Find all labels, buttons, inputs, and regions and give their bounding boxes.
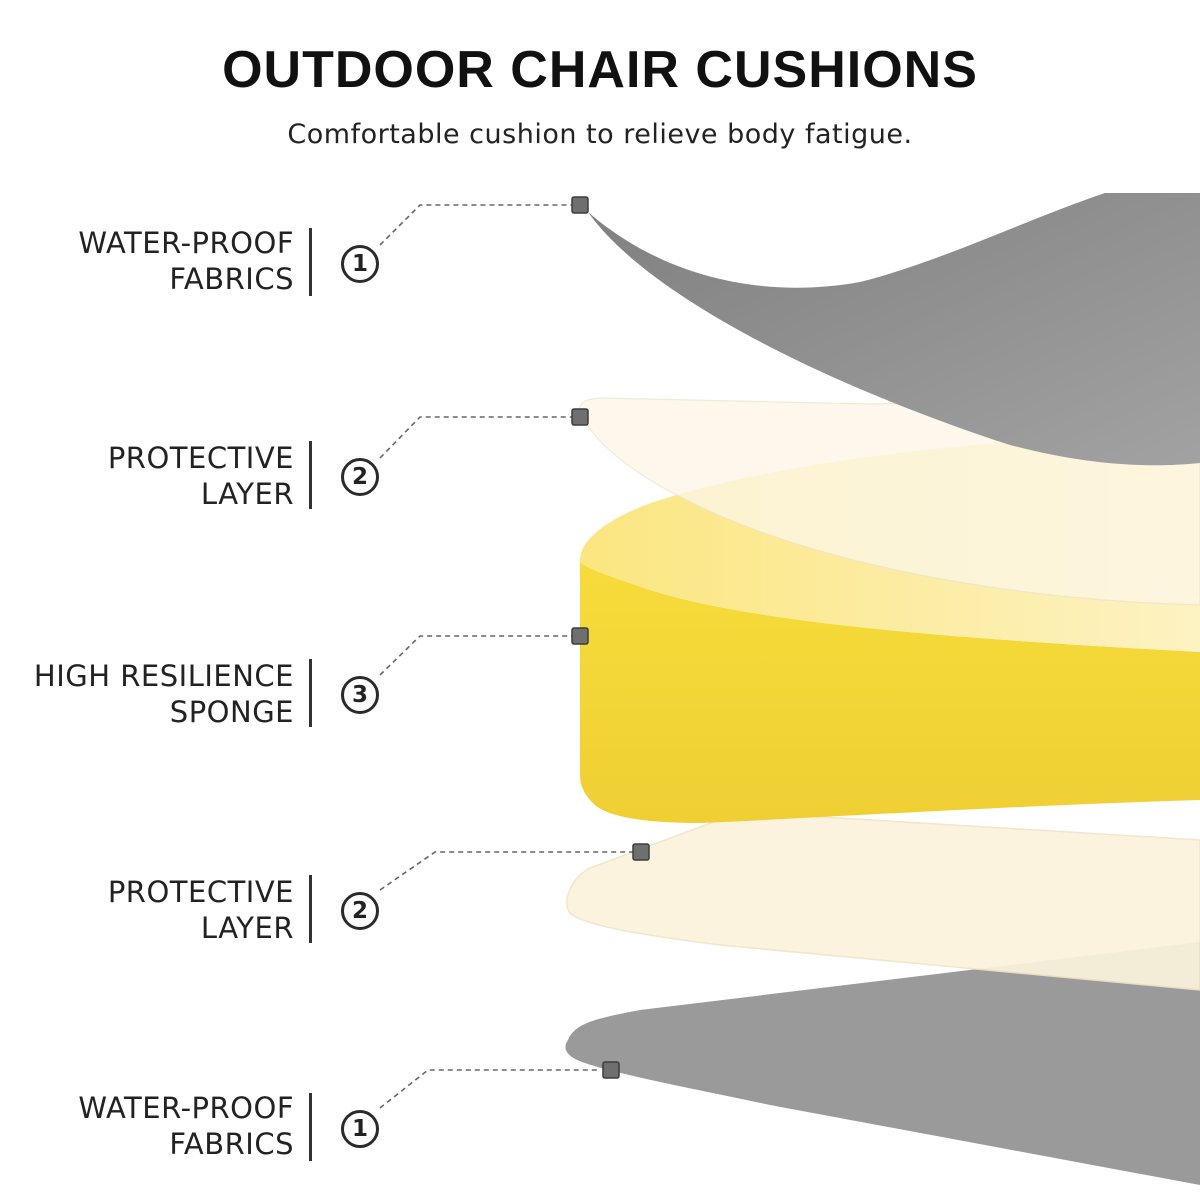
leader-line-1 (379, 204, 572, 246)
callout-label-line1: HIGH RESILIENCE (33, 659, 294, 693)
callout-label-line2: FABRICS (169, 262, 294, 296)
top-fabric-layer (588, 193, 1200, 466)
leader-line-2 (379, 416, 572, 459)
callout-divider (309, 659, 312, 727)
layer-number-badge: 2 (341, 892, 379, 930)
anchor-marker-5 (602, 1061, 620, 1079)
callout-label-line2: LAYER (200, 911, 294, 945)
callout-label-line1: PROTECTIVE (107, 875, 294, 909)
leader-line-5 (379, 1069, 598, 1109)
callout-label-line2: SPONGE (169, 695, 294, 729)
callout-label-water-proof-fabrics-top: WATER-PROOF FABRICS (78, 225, 294, 297)
layer-number-badge: 1 (341, 1110, 379, 1148)
anchor-marker-2 (571, 408, 589, 426)
leader-line-4 (379, 851, 633, 891)
layer-number-badge: 1 (341, 245, 379, 283)
callout-label-water-proof-fabrics-bottom: WATER-PROOF FABRICS (78, 1090, 294, 1162)
leader-lines (379, 204, 633, 1109)
anchor-marker-4 (632, 843, 650, 861)
callout-label-line2: FABRICS (169, 1127, 294, 1161)
callout-divider (309, 228, 312, 296)
anchor-marker-1 (571, 196, 589, 214)
layer-number-badge: 3 (341, 676, 379, 714)
callout-label-line1: PROTECTIVE (107, 441, 294, 475)
bottom-protective-layer (566, 811, 1200, 991)
callout-label-line1: WATER-PROOF (78, 1091, 294, 1125)
page-subtitle: Comfortable cushion to relieve body fati… (287, 119, 913, 150)
callout-label-protective-layer-bottom: PROTECTIVE LAYER (108, 874, 294, 946)
leader-line-3 (379, 635, 572, 676)
callout-divider (309, 441, 312, 509)
callout-divider (309, 1093, 312, 1161)
sponge-side (580, 562, 1200, 823)
page-title: OUTDOOR CHAIR CUSHIONS (222, 41, 978, 99)
anchor-markers (571, 196, 650, 1079)
callout-label-line1: WATER-PROOF (78, 226, 294, 260)
callout-label-protective-layer-top: PROTECTIVE LAYER (108, 440, 294, 512)
callout-divider (309, 875, 312, 943)
callout-label-high-resilience-sponge: HIGH RESILIENCE SPONGE (34, 658, 294, 730)
bottom-fabric-layer (565, 942, 1200, 1185)
callout-label-line2: LAYER (200, 477, 294, 511)
anchor-marker-3 (571, 627, 589, 645)
layer-number-badge: 2 (341, 458, 379, 496)
